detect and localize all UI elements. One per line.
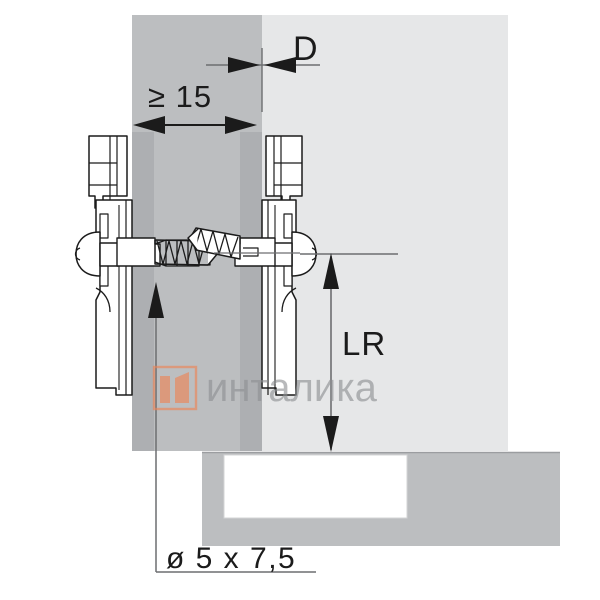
leader-hole-spec xyxy=(148,282,316,573)
left-cam-disc xyxy=(75,231,101,277)
dim-lr-arrow-top xyxy=(323,253,339,289)
panel-light-right xyxy=(262,15,508,451)
screw-left-head xyxy=(116,237,161,267)
screw-left xyxy=(116,237,219,267)
left-arm-block xyxy=(88,135,128,209)
left-plate-tail xyxy=(95,287,111,313)
dim-min15-arrow-right xyxy=(225,116,257,134)
left-cam-notch xyxy=(74,247,81,261)
dimension-label-d: D xyxy=(293,30,318,68)
screw-right-head xyxy=(234,237,276,267)
panel-bottom-cutout xyxy=(224,455,407,518)
dimension-lr xyxy=(300,253,398,452)
dimension-label-hole-spec: ø 5 x 7,5 xyxy=(166,542,297,575)
dimension-label-lr: LR xyxy=(342,325,387,362)
dimension-label-min15: ≥ 15 xyxy=(148,79,213,114)
right-plate-slot xyxy=(283,213,293,239)
hinge-plate-right xyxy=(261,135,318,396)
screw-right xyxy=(187,227,276,267)
dimension-min15 xyxy=(133,116,257,134)
screw-right-head-slot xyxy=(243,247,259,257)
right-screw-hub xyxy=(273,242,293,267)
panel-dark-inner-strip xyxy=(132,132,154,451)
leader-hole-arrow xyxy=(148,282,164,318)
left-plate-slot xyxy=(99,213,109,239)
panel-dark-inner-strip-right xyxy=(240,132,262,451)
dim-lr-arrow-bottom xyxy=(323,416,339,452)
dim-d-arrow-left xyxy=(228,57,260,73)
dim-min15-arrow-left xyxy=(133,116,165,134)
panel-bottom-cutout-outline xyxy=(223,454,408,519)
screw-right-tip xyxy=(187,228,199,251)
dim-d-arrow-right xyxy=(264,57,296,73)
dimension-d xyxy=(206,48,320,112)
screw-left-thread-zigzag xyxy=(156,240,212,265)
left-screw-hub xyxy=(99,242,119,267)
right-plate-tail xyxy=(281,287,297,313)
